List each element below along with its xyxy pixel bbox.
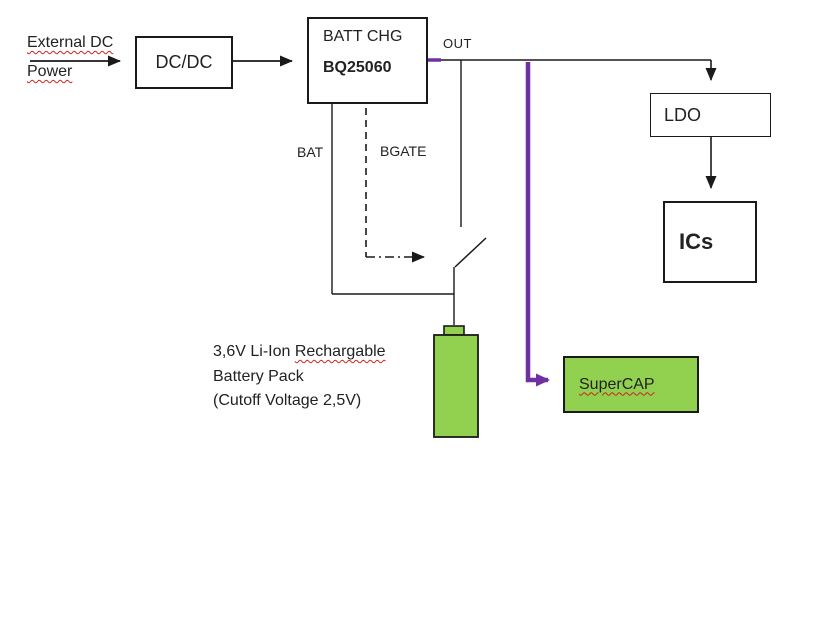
- dcdc-block: DC/DC: [135, 36, 233, 89]
- battery-note: 3,6V Li-Ion Rechargable Battery Pack (Cu…: [213, 340, 386, 414]
- battery-note-line1: 3,6V Li-Ion Rechargable: [213, 340, 386, 365]
- battery-note-line3: (Cutoff Voltage 2,5V): [213, 392, 362, 409]
- external-dc-label-line1: External DC: [27, 34, 114, 51]
- wire-purple-to-supercap: [525, 62, 550, 387]
- bgate-pin-label: BGATE: [380, 143, 427, 159]
- ics-block: ICs: [663, 201, 757, 283]
- batt-chg-part-number: BQ25060: [323, 59, 392, 76]
- ics-label: ICs: [679, 229, 714, 254]
- battery-cap: [443, 325, 465, 336]
- bat-pin-label: BAT: [297, 144, 324, 160]
- battery-note-line1-prefix: 3,6V Li-Ion: [213, 343, 295, 360]
- switch-blade: [454, 237, 487, 268]
- dcdc-label: DC/DC: [155, 52, 213, 72]
- battery-note-line2: Battery Pack: [213, 367, 304, 385]
- out-pin-label: OUT: [443, 36, 472, 51]
- supercap-label: SuperCAP: [579, 375, 655, 393]
- battery-body: [433, 334, 479, 438]
- battery-symbol: [433, 325, 479, 438]
- external-dc-label-line2: Power: [27, 63, 73, 80]
- ldo-block: LDO: [650, 93, 771, 137]
- battery-note-line1-word: Rechargable: [294, 343, 386, 360]
- batt-chg-block: BATT CHG BQ25060: [307, 17, 428, 104]
- ldo-label: LDO: [664, 104, 702, 125]
- batt-chg-title: BATT CHG: [323, 28, 403, 45]
- supercap-block: SuperCAP: [563, 356, 699, 413]
